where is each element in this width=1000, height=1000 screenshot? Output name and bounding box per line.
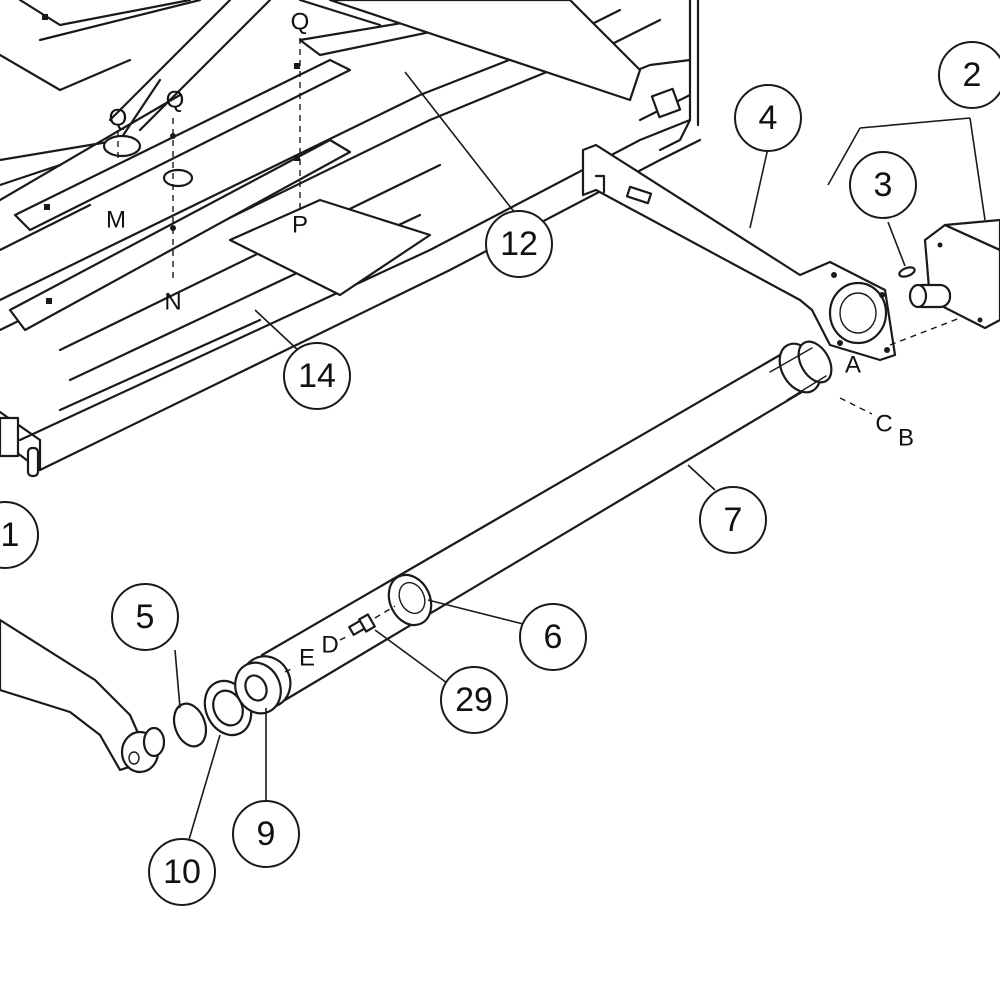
letter-m: M <box>106 207 126 234</box>
callout-12-label: 12 <box>500 225 538 263</box>
letter-c: C <box>875 411 892 438</box>
callout-1-label: 1 <box>1 516 20 554</box>
letter-d: D <box>321 632 338 659</box>
callout-6: 6 <box>519 603 587 671</box>
letter-n: N <box>164 289 181 316</box>
callout-4-label: 4 <box>759 99 778 137</box>
part-5-snap-ring <box>172 702 208 748</box>
callout-7-label: 7 <box>724 501 743 539</box>
callout-10: 10 <box>148 838 216 906</box>
callout-29: 29 <box>440 666 508 734</box>
letter-p: P <box>292 212 308 239</box>
letter-q-mid: Q <box>166 87 185 114</box>
letter-q-left: Q <box>109 105 128 132</box>
callout-5: 5 <box>111 583 179 651</box>
part-1-arm <box>0 618 166 774</box>
callout-2: 2 <box>938 41 1000 109</box>
callout-5-label: 5 <box>136 598 155 636</box>
part-3-key <box>898 266 916 278</box>
letter-a: A <box>845 352 861 379</box>
part-4-bracket <box>581 143 897 362</box>
frame-assembly <box>0 0 702 478</box>
letter-e: E <box>299 645 315 672</box>
part-29-bolt <box>348 613 376 636</box>
callout-14: 14 <box>283 342 351 410</box>
letter-q-top: Q <box>291 9 310 36</box>
callout-10-label: 10 <box>163 853 201 891</box>
callout-9-label: 9 <box>257 815 276 853</box>
part-2-flange <box>908 218 1000 330</box>
part-6-bearing-cup <box>387 573 433 627</box>
callout-1: 1 <box>0 501 39 569</box>
callout-3-label: 3 <box>874 166 893 204</box>
callout-7: 7 <box>699 486 767 554</box>
letter-b: B <box>898 425 914 452</box>
callout-3: 3 <box>849 151 917 219</box>
callout-29-label: 29 <box>455 681 493 719</box>
callout-12: 12 <box>485 210 553 278</box>
callout-6-label: 6 <box>544 618 563 656</box>
callout-9: 9 <box>232 800 300 868</box>
callout-4: 4 <box>734 84 802 152</box>
part-9-bushing <box>234 655 292 715</box>
callout-2-label: 2 <box>963 56 982 94</box>
callout-14-label: 14 <box>298 357 336 395</box>
